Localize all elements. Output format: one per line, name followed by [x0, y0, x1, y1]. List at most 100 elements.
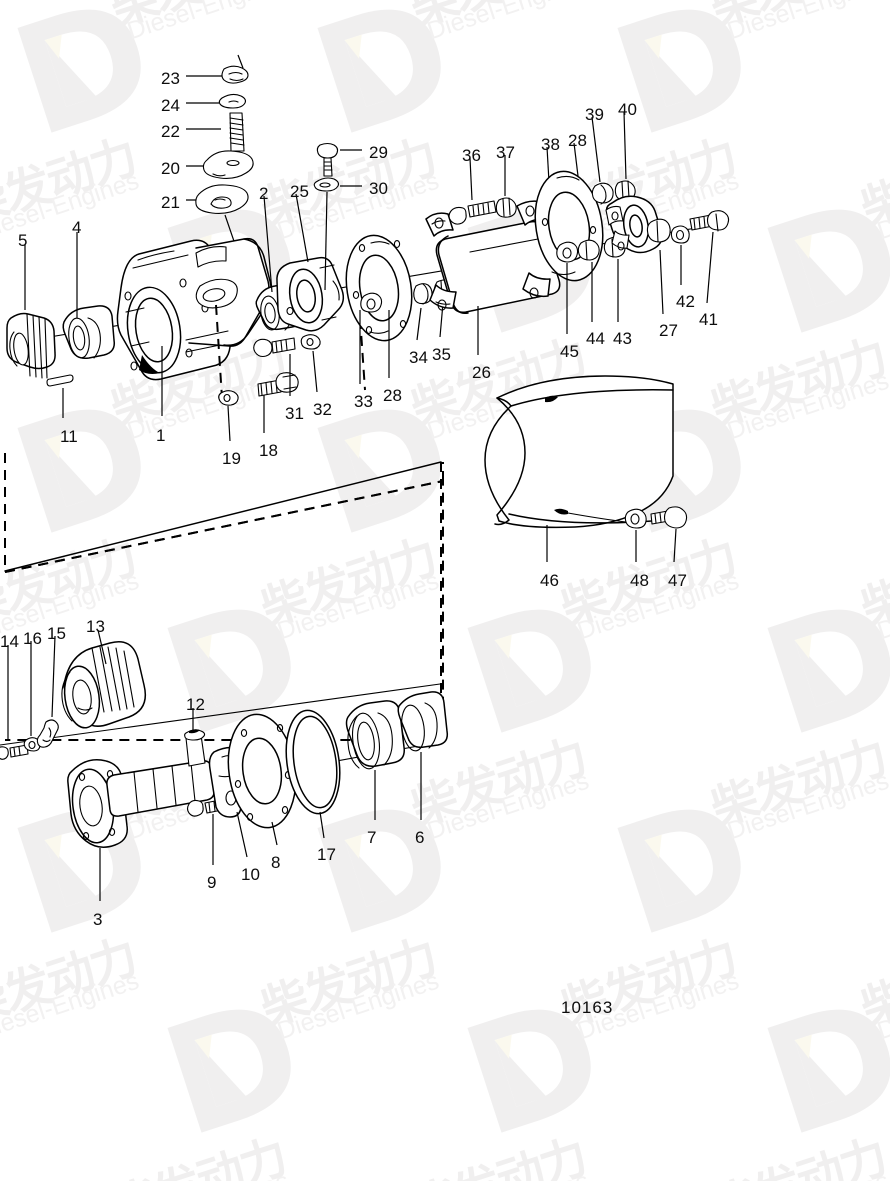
bolt-29-axis	[324, 191, 328, 291]
part-47-screw	[650, 506, 688, 529]
part-1-pump-housing	[116, 237, 272, 381]
part-37-nut	[495, 197, 517, 218]
part-7-bearing	[345, 700, 405, 770]
callout-number-10: 10	[241, 865, 260, 884]
callout-number-39: 39	[585, 105, 604, 124]
callout-number-8: 8	[271, 853, 281, 872]
leader-40	[623, 111, 627, 180]
callout-number-25: 25	[290, 182, 309, 201]
leader-8	[271, 821, 278, 846]
leader-25	[295, 193, 309, 263]
callout-number-3: 3	[93, 910, 103, 929]
part-18-bolt	[257, 372, 299, 397]
part-4-bearing	[62, 305, 116, 360]
figure-number: 10163	[561, 998, 614, 1017]
part-29-bolt	[316, 142, 339, 177]
callout-number-40: 40	[618, 100, 637, 119]
part-32-washer	[300, 334, 321, 350]
callout-number-19: 19	[222, 449, 241, 468]
callout-number-28b: 28	[383, 386, 402, 405]
callout-number-14: 14	[0, 632, 19, 651]
leader-13	[97, 629, 107, 665]
callout-number-13: 13	[86, 617, 105, 636]
callout-number-26: 26	[472, 363, 491, 382]
leader-36	[469, 157, 473, 201]
part-14-bolt	[0, 744, 29, 760]
part-15-lock-tab	[36, 719, 59, 748]
part-25-bearing-carrier	[276, 256, 345, 332]
callout-number-20: 20	[161, 159, 180, 178]
part-24-washer	[218, 93, 247, 109]
callout-number-29: 29	[369, 143, 388, 162]
part-31-bolt	[253, 337, 296, 358]
part-20-bracket	[202, 150, 254, 179]
callout-number-23: 23	[161, 69, 180, 88]
leader-35	[439, 302, 444, 338]
callout-number-2: 2	[259, 184, 269, 203]
leader-47	[673, 528, 677, 563]
callout-number-44: 44	[586, 329, 605, 348]
callout-number-15: 15	[47, 624, 66, 643]
leader-32	[312, 350, 318, 393]
part-42-washer	[670, 225, 690, 244]
callout-number-27: 27	[659, 321, 678, 340]
part-16-washer	[23, 737, 41, 752]
callout-number-38: 38	[541, 135, 560, 154]
callout-number-45: 45	[560, 342, 579, 361]
callout-number-24: 24	[161, 96, 180, 115]
callout-number-18: 18	[259, 441, 278, 460]
part-40-nut	[614, 180, 636, 201]
part-21-bracket	[195, 184, 249, 214]
leader-10	[236, 811, 248, 858]
callout-number-9: 9	[207, 873, 217, 892]
callout-number-16: 16	[23, 629, 42, 648]
callout-number-28: 28	[568, 131, 587, 150]
callout-number-1: 1	[156, 426, 166, 445]
leader-34	[416, 307, 422, 341]
part-23-nut	[221, 65, 249, 84]
callout-number-41: 41	[699, 310, 718, 329]
leader-39	[591, 116, 601, 183]
part-30-washer	[313, 177, 340, 192]
part-27-impeller-assembly	[605, 195, 671, 254]
callout-number-35: 35	[432, 345, 451, 364]
callout-number-43: 43	[613, 329, 632, 348]
callout-number-4: 4	[72, 218, 82, 237]
leader-15	[51, 635, 56, 718]
part-34-bushing	[413, 283, 433, 305]
callout-number-34: 34	[409, 348, 428, 367]
callout-number-22: 22	[161, 122, 180, 141]
part-39-bushing	[591, 182, 614, 205]
callout-number-33: 33	[354, 392, 373, 411]
boundary-diagonal	[4, 461, 442, 572]
part-28-bushing-left	[360, 292, 383, 313]
part-17-o-ring	[285, 709, 341, 815]
callout-number-37: 37	[496, 143, 515, 162]
callout-number-46: 46	[540, 571, 559, 590]
callout-number-7: 7	[367, 828, 377, 847]
part-3-camshaft	[67, 729, 218, 848]
part-22-stud	[229, 112, 245, 152]
callout-number-48: 48	[630, 571, 649, 590]
part-41-bolt	[689, 210, 730, 232]
part-48-washer	[624, 508, 647, 529]
callout-number-42: 42	[676, 292, 695, 311]
callout-number-5: 5	[18, 231, 28, 250]
callout-number-36: 36	[462, 146, 481, 165]
part-46-cover-guard	[484, 375, 674, 529]
part-44-bushing	[577, 239, 600, 261]
callout-number-6: 6	[415, 828, 425, 847]
part-11-key	[46, 374, 74, 387]
leader-17	[319, 811, 325, 839]
dashed-reference-housing	[215, 301, 366, 399]
part-13-camshaft-gear	[61, 641, 147, 729]
leader-19	[227, 405, 231, 442]
part-5-drive-gear	[6, 312, 56, 379]
callout-number-17: 17	[317, 845, 336, 864]
callout-number-47: 47	[668, 571, 687, 590]
leader-28	[573, 142, 579, 177]
callout-number-21: 21	[161, 193, 180, 212]
